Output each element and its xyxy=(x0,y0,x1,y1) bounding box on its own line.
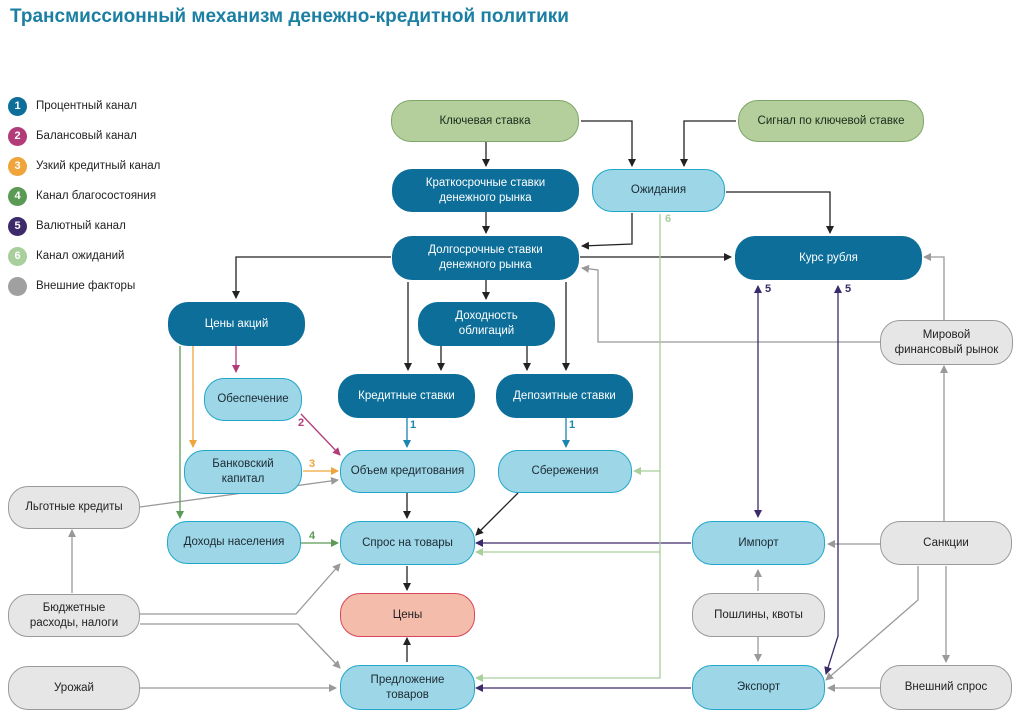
arrow xyxy=(232,256,391,299)
legend-item-expectations: 6 Канал ожиданий xyxy=(8,246,124,266)
channel-label-1: 1 xyxy=(410,419,417,431)
legend-marker: 6 xyxy=(8,246,27,266)
arrow xyxy=(581,120,636,167)
arrow xyxy=(140,623,341,669)
node-ext-demand: Внешний спрос xyxy=(880,665,1012,710)
legend-label: Балансовый канал xyxy=(36,130,137,142)
node-credit-rates: Кредитные ставки xyxy=(338,374,475,418)
node-income: Доходы населения xyxy=(167,521,301,564)
node-savings: Сбережения xyxy=(498,450,632,493)
node-export: Экспорт xyxy=(692,665,825,710)
node-import: Импорт xyxy=(692,521,825,565)
legend-marker: 4 xyxy=(8,186,27,206)
arrow xyxy=(475,214,661,682)
page-title: Трансмиссионный механизм денежно-кредитн… xyxy=(10,6,569,27)
node-world-market: Мировой финансовый рынок xyxy=(880,320,1013,365)
arrow xyxy=(581,264,944,343)
legend-marker: 2 xyxy=(8,126,27,146)
legend-label: Валютный канал xyxy=(36,220,126,232)
node-lending: Объем кредитования xyxy=(340,450,475,493)
legend-item-narrow-credit: 3 Узкий кредитный канал xyxy=(8,156,160,176)
node-harvest: Урожай xyxy=(8,666,140,710)
legend-label: Канал благосостояния xyxy=(36,190,157,202)
node-soft-loans: Льготные кредиты xyxy=(8,486,140,529)
arrow xyxy=(726,191,834,234)
node-demand: Спрос на товары xyxy=(340,521,475,565)
node-prices: Цены xyxy=(340,593,475,637)
legend-item-interest: 1 Процентный канал xyxy=(8,96,137,116)
node-collateral: Обеспечение xyxy=(204,378,302,421)
legend-item-wealth: 4 Канал благосостояния xyxy=(8,186,156,206)
channel-label-3: 3 xyxy=(309,458,316,470)
node-supply: Предложение товаров xyxy=(340,665,475,710)
channel-label-5: 5 xyxy=(765,283,772,295)
arrow xyxy=(824,285,842,675)
node-stock-prices: Цены акций xyxy=(168,302,305,346)
channel-label-4: 4 xyxy=(309,530,316,542)
arrow xyxy=(475,492,519,536)
node-bond-yield: Доходность облигаций xyxy=(418,302,555,346)
arrow xyxy=(140,563,341,615)
legend-label: Внешние факторы xyxy=(36,280,136,292)
channel-label-2: 2 xyxy=(298,417,305,429)
channel-label-5: 5 xyxy=(845,283,852,295)
node-signal: Сигнал по ключевой ставке xyxy=(738,100,924,142)
legend-label: Узкий кредитный канал xyxy=(36,160,161,172)
node-ruble: Курс рубля xyxy=(735,236,922,280)
node-expectations: Ожидания xyxy=(592,169,725,212)
legend-marker xyxy=(8,276,27,296)
legend-item-external: Внешние факторы xyxy=(8,276,135,296)
arrow xyxy=(680,120,736,167)
node-long-rates: Долгосрочные ставки денежного рынка xyxy=(392,236,579,280)
node-duties: Пошлины, квоты xyxy=(692,593,825,637)
legend-item-currency: 5 Валютный канал xyxy=(8,216,126,236)
channel-label-1: 1 xyxy=(569,419,576,431)
arrow xyxy=(581,213,633,250)
legend-item-balance: 2 Балансовый канал xyxy=(8,126,137,146)
node-budget: Бюджетные расходы, налоги xyxy=(8,594,140,637)
arrow xyxy=(923,253,945,320)
legend-label: Процентный канал xyxy=(36,100,137,112)
legend-marker: 1 xyxy=(8,96,27,116)
node-deposit-rates: Депозитные ставки xyxy=(496,374,633,418)
node-short-rates: Краткосрочные ставки денежного рынка xyxy=(392,169,579,212)
legend-marker: 5 xyxy=(8,216,27,236)
legend-marker: 3 xyxy=(8,156,27,176)
legend-label: Канал ожиданий xyxy=(36,250,125,262)
arrow xyxy=(300,413,341,456)
node-sanctions: Санкции xyxy=(880,521,1012,565)
node-key-rate: Ключевая ставка xyxy=(391,100,579,142)
node-bank-capital: Банковский капитал xyxy=(184,450,302,494)
channel-label-6: 6 xyxy=(665,213,672,225)
arrow xyxy=(825,566,919,681)
